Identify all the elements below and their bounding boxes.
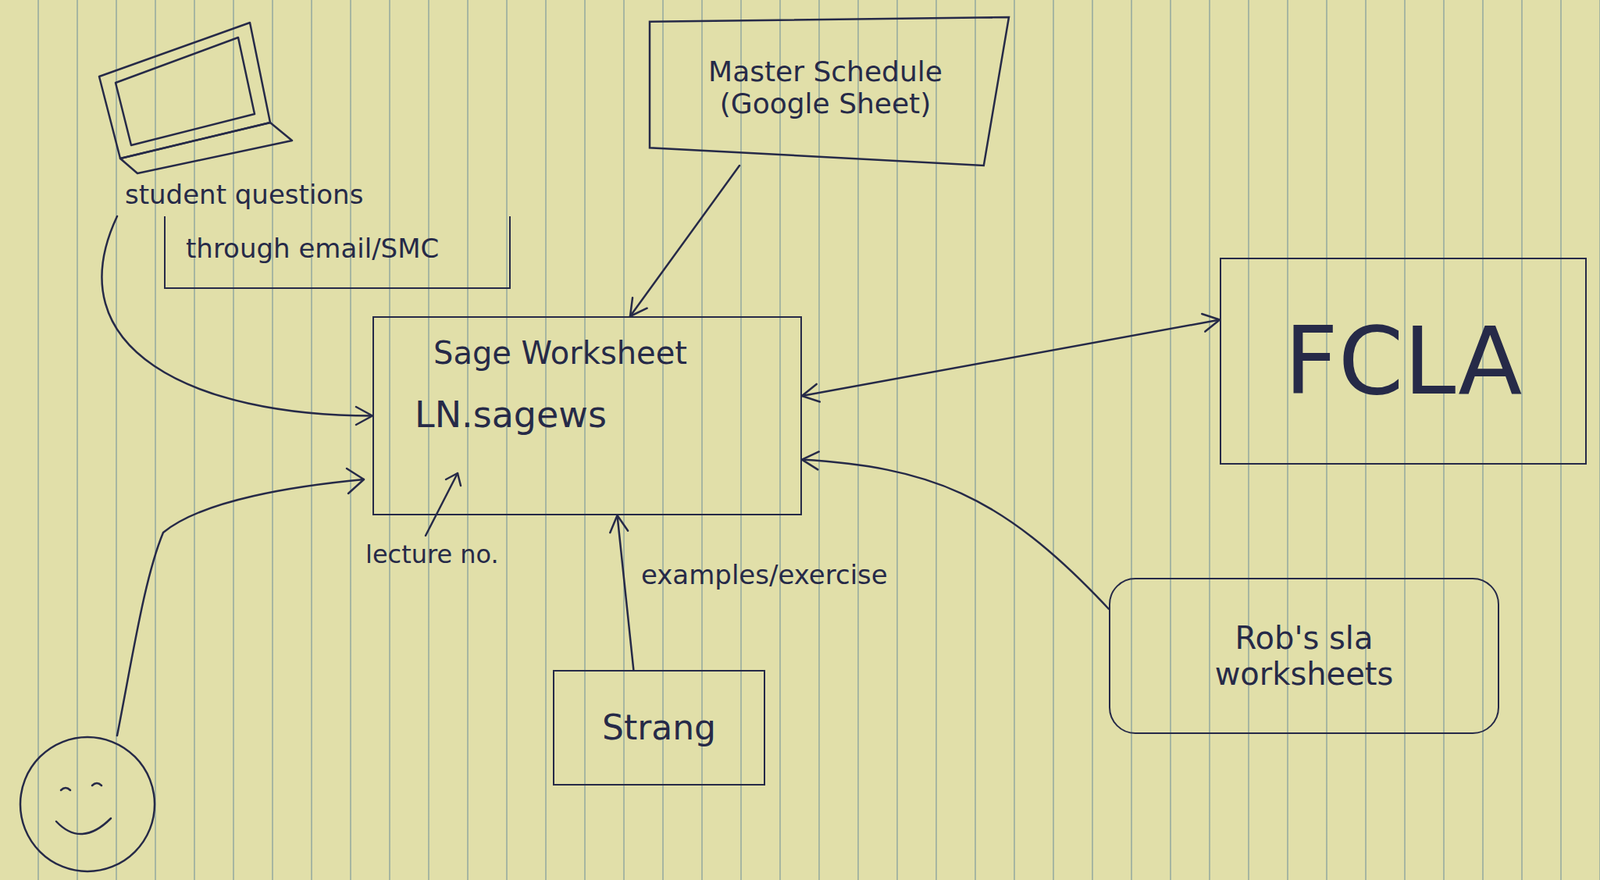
- worksheets-box: Rob's sla worksheets: [1108, 577, 1500, 735]
- worksheet-box: Sage WorksheetLN.sagews: [372, 316, 802, 516]
- arrow-head: [609, 515, 628, 533]
- node-title: Master Schedule (Google Sheet): [684, 55, 966, 121]
- node-title: Strang: [602, 708, 717, 749]
- edge-label: examples/exercise: [641, 559, 888, 591]
- smiley-face: [20, 737, 155, 872]
- connector-line: [630, 165, 740, 317]
- arrow-head: [1201, 313, 1220, 332]
- leader-arrow: [425, 473, 461, 536]
- node-title: Rob's sla worksheets: [1171, 620, 1437, 692]
- node-body: LN.sagews: [414, 394, 777, 436]
- callout-label: lecture no.: [365, 540, 499, 570]
- questions-box: student questions through email/SMC: [117, 176, 516, 310]
- schedule-box: Master Schedule (Google Sheet): [649, 17, 1009, 166]
- smiley-arrow: [117, 468, 364, 736]
- arrow-head: [630, 297, 648, 317]
- arrow-head: [356, 406, 373, 425]
- arrow-head: [801, 451, 820, 470]
- connector-line: [801, 320, 1220, 397]
- connector-line: [617, 515, 635, 670]
- node-title: FCLA: [1284, 307, 1523, 416]
- node-body: through email/SMC: [163, 216, 511, 289]
- node-title: Sage Worksheet: [433, 334, 777, 371]
- connector: [609, 515, 634, 670]
- node-title: student questions: [124, 179, 511, 211]
- book-box: Strang: [552, 669, 766, 786]
- connector: [801, 313, 1220, 403]
- laptop-icon: [99, 22, 293, 174]
- connector: [630, 165, 740, 317]
- arrow-head: [801, 384, 820, 403]
- book-box: FCLA: [1219, 257, 1587, 465]
